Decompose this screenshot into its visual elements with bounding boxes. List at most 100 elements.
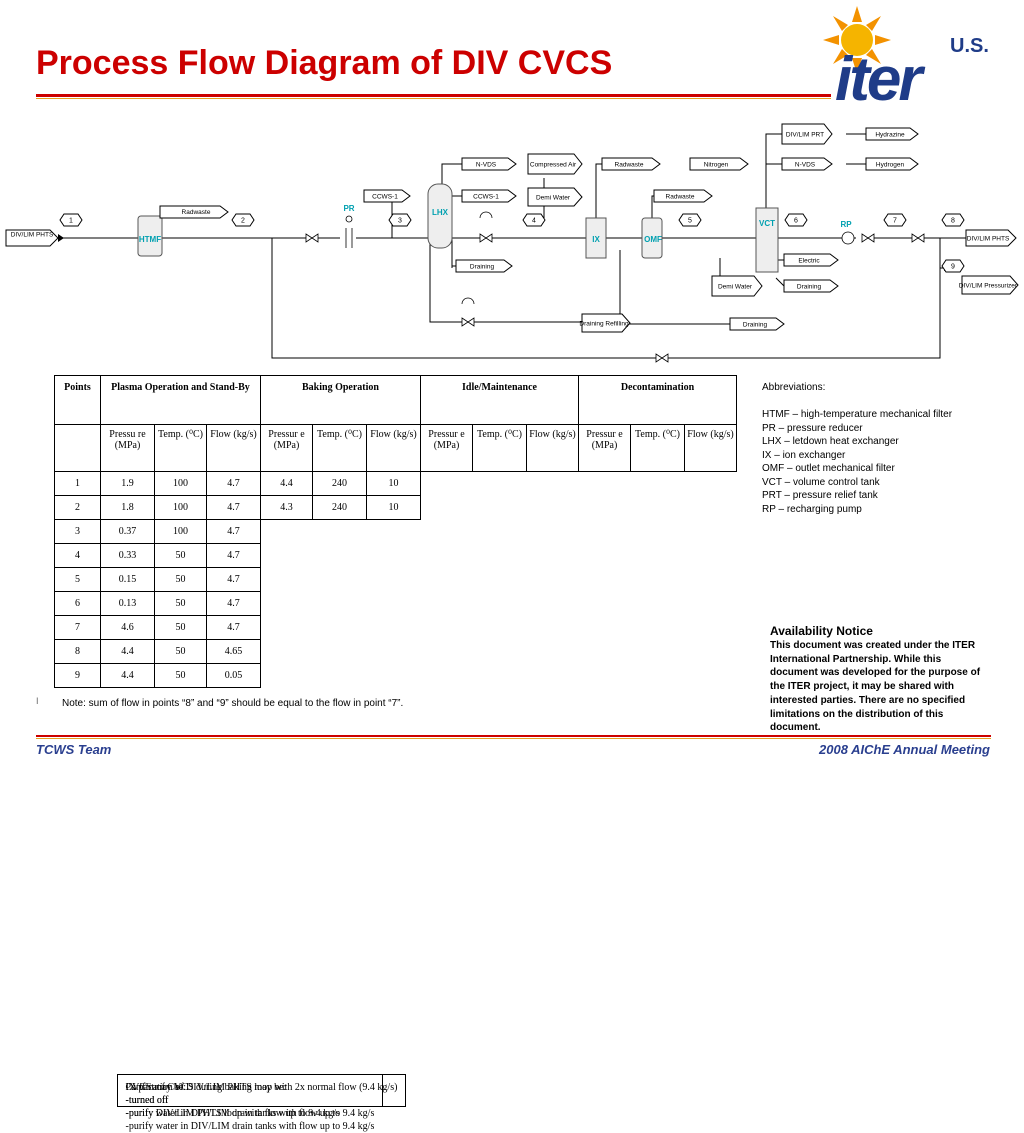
- temp-subheader: Temp. (⁰C): [154, 424, 207, 472]
- table-row: 5 0.15 50 4.7: [54, 567, 737, 592]
- value-cell: 10: [366, 495, 421, 520]
- value-cell: 4.65: [206, 639, 261, 664]
- value-cell: 1.9: [100, 471, 155, 496]
- value-cell: 4.4: [100, 663, 155, 688]
- value-cell: 4.7: [206, 471, 261, 496]
- pr-label: PR: [343, 204, 354, 213]
- value-cell: 1.8: [100, 495, 155, 520]
- point-marker-2: 2: [241, 218, 245, 225]
- pressure-subheader: Pressur e (MPa): [260, 424, 313, 472]
- availability-body: This document was created under the ITER…: [770, 640, 981, 734]
- plasma-header: Plasma Operation and Stand-By: [100, 375, 261, 425]
- point-marker-3: 3: [398, 218, 402, 225]
- tag-draining-3: Draining: [743, 322, 768, 329]
- value-cell: 100: [154, 519, 207, 544]
- tag-hydrogen: Hydrogen: [876, 162, 905, 169]
- baking-note: IX part of CVCS during baking may be: -t…: [116, 1073, 384, 1119]
- point-cell: 4: [54, 543, 101, 568]
- flow-subheader: Flow (kg/s): [366, 424, 421, 472]
- temp-subheader: Temp. (⁰C): [472, 424, 527, 472]
- value-cell: 50: [154, 567, 207, 592]
- page-title: Process Flow Diagram of DIV CVCS: [36, 44, 613, 82]
- tag-draining-refilling: Draining Refilling: [579, 321, 629, 328]
- table-row: 7 4.6 50 4.7: [54, 615, 737, 640]
- value-cell: 50: [154, 591, 207, 616]
- flow-subheader: Flow (kg/s): [684, 424, 737, 472]
- value-cell: 4.7: [206, 591, 261, 616]
- baking-header: Baking Operation: [260, 375, 421, 425]
- tag-n-vds-right: N-VDS: [795, 162, 816, 169]
- temp-subheader: Temp. (⁰C): [630, 424, 685, 472]
- tag-nitrogen: Nitrogen: [704, 162, 729, 169]
- value-cell: 4.7: [206, 519, 261, 544]
- value-cell: 50: [154, 615, 207, 640]
- tag-radwaste-left: Radwaste: [182, 209, 211, 216]
- sun-icon: [823, 6, 891, 74]
- point-cell: 6: [54, 591, 101, 616]
- value-cell: 4.7: [206, 615, 261, 640]
- value-cell: 10: [366, 471, 421, 496]
- value-cell: 0.37: [100, 519, 155, 544]
- tag-demi-water-bottom: Demi Water: [718, 284, 753, 291]
- value-cell: 0.05: [206, 663, 261, 688]
- table-row: 1 1.9 100 4.7 4.4 240 10 CVCS may be: -t…: [54, 471, 737, 1132]
- point-cell: 1: [54, 471, 101, 496]
- value-cell: 4.6: [100, 615, 155, 640]
- tag-div-lim-pressurizer: DIV/LIM Pressurizer: [959, 283, 1018, 290]
- table-row: 3 0.37 100 4.7 IX part of CVCS during ba…: [54, 519, 737, 1119]
- tag-ccws1-right: CCWS-1: [473, 194, 499, 201]
- value-cell: 240: [312, 495, 367, 520]
- ix-label: IX: [592, 235, 600, 244]
- footer-event: 2008 AIChE Annual Meeting: [819, 742, 990, 757]
- title-rule: [36, 94, 831, 97]
- footer-rule-accent: [36, 738, 991, 739]
- value-cell: 0.13: [100, 591, 155, 616]
- points-sub-empty: [54, 424, 101, 472]
- tag-div-lim-phts-out: DIV/LIM PHTS: [967, 236, 1010, 243]
- availability-title: Availability Notice: [770, 624, 873, 638]
- tag-ccws1-left: CCWS-1: [372, 194, 398, 201]
- pressure-subheader: Pressur e (MPa): [420, 424, 473, 472]
- value-cell: 4.4: [100, 639, 155, 664]
- vct-label: VCT: [759, 219, 775, 228]
- tag-n-vds-top: N-VDS: [476, 162, 497, 169]
- bullet-mark: I: [36, 696, 39, 706]
- tag-draining-1: Draining: [470, 264, 495, 271]
- pressure-subheader: Pressu re (MPa): [100, 424, 155, 472]
- point-marker-9: 9: [951, 264, 955, 271]
- table-row: 4 0.33 50 4.7: [54, 543, 737, 568]
- tag-hydrazine: Hydrazine: [875, 132, 905, 139]
- value-cell: 4.3: [260, 495, 313, 520]
- point-cell: 8: [54, 639, 101, 664]
- footer-team: TCWS Team: [36, 742, 112, 757]
- decon-header: Decontamination: [578, 375, 737, 425]
- points-header: Points: [54, 375, 101, 425]
- idle-header: Idle/Maintenance: [420, 375, 579, 425]
- omf-label: OMF: [644, 235, 662, 244]
- abbreviations-list: Abbreviations: HTMF – high-temperature m…: [762, 382, 953, 515]
- value-cell: 4.7: [206, 495, 261, 520]
- table-row: 8 4.4 50 4.65: [54, 639, 737, 664]
- us-iter-logo: U.S. iter: [823, 6, 989, 112]
- lhx-label: LHX: [432, 208, 449, 217]
- value-cell: 100: [154, 495, 207, 520]
- point-cell: 2: [54, 495, 101, 520]
- point-marker-1: 1: [69, 218, 73, 225]
- title-rule-accent: [36, 98, 831, 99]
- value-cell: 4.4: [260, 471, 313, 496]
- value-cell: 240: [312, 471, 367, 496]
- value-cell: 4.7: [206, 567, 261, 592]
- point-cell: 3: [54, 519, 101, 544]
- operating-parameters-table: Points Plasma Operation and Stand-By Bak…: [54, 375, 737, 1132]
- logo-iter-text: iter: [835, 45, 925, 112]
- point-cell: 5: [54, 567, 101, 592]
- point-marker-6: 6: [794, 218, 798, 225]
- value-cell: 50: [154, 663, 207, 688]
- tag-radwaste-top: Radwaste: [615, 162, 644, 169]
- value-cell: 50: [154, 543, 207, 568]
- value-cell: 100: [154, 471, 207, 496]
- process-flow-diagram: HTMF PR LHX IX OMF VCT RP DIV/LIM PHTS R…: [5, 123, 1019, 363]
- point-cell: 9: [54, 663, 101, 688]
- point-cell: 7: [54, 615, 101, 640]
- point-marker-4: 4: [532, 218, 536, 225]
